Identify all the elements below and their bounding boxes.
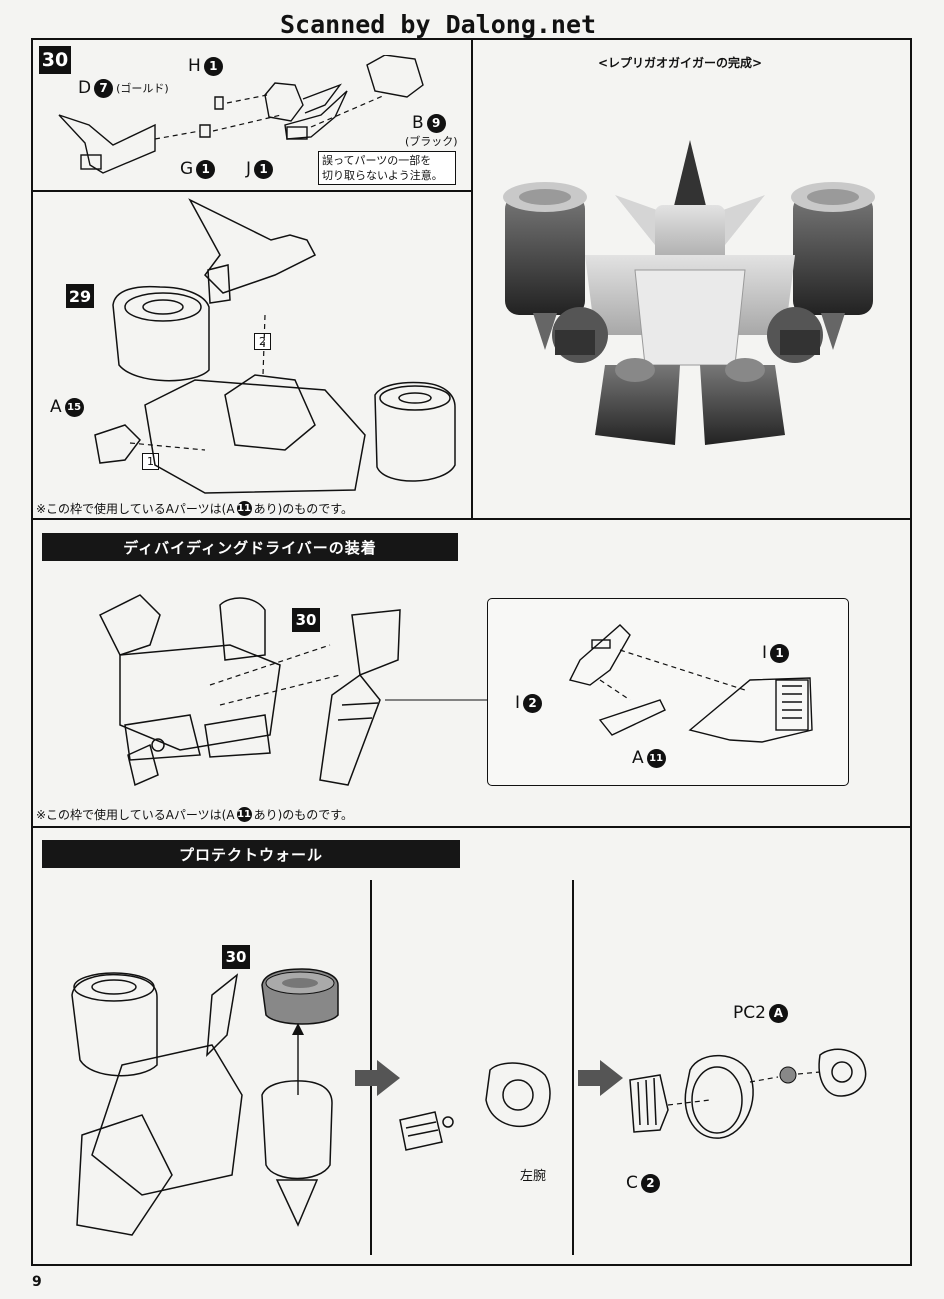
part-label-d: D 7 (ゴールド): [78, 78, 169, 98]
driver-mount-diagram: [98, 594, 488, 787]
head-parts-diagram: [58, 55, 424, 174]
page-number: 9: [32, 1274, 42, 1290]
part-letter: A: [50, 397, 62, 417]
order-mark-1: 1: [142, 453, 159, 470]
part-letter: G: [180, 159, 194, 179]
completed-robot-image: [503, 140, 875, 445]
part-letter: I: [515, 693, 521, 713]
part-label-g: G 1: [180, 159, 216, 179]
footnote-section1: ※この枠で使用しているAパーツは(A 11 あり)のものです。: [36, 500, 353, 517]
runner-number: 7: [94, 78, 114, 98]
part-letter: A: [632, 748, 644, 768]
runner-number: 11: [236, 501, 252, 516]
driver-detail-box: [487, 598, 849, 786]
part-label-i2: I 2: [515, 693, 543, 713]
part-letter: I: [762, 643, 768, 663]
runner-number: 11: [646, 748, 666, 768]
flow-arrow-1: [355, 1060, 400, 1096]
shield-assembly-diagram: [629, 1048, 867, 1139]
part-label-pc2: PC2 A: [733, 1003, 788, 1023]
step-number-30: 30: [39, 46, 71, 74]
vertical-divider: [471, 38, 473, 518]
protect-wall-robot-diagram: [71, 968, 339, 1236]
runner-number: A: [768, 1003, 788, 1023]
part-label-a15: A 15: [50, 397, 84, 417]
part-label-a11: A 11: [632, 748, 666, 768]
footnote-text: ※この枠で使用しているAパーツは(A: [36, 808, 235, 822]
step-ref-30: 30: [222, 945, 250, 969]
driver-parts-diagram: [568, 624, 813, 743]
part-label-h: H 1: [188, 56, 223, 76]
watermark: Scanned by Dalong.net: [280, 10, 597, 39]
completion-caption: <レプリガオガイガーの完成>: [598, 56, 763, 70]
left-arm-label: 左腕: [520, 1169, 547, 1184]
flow-arrow-2: [578, 1060, 623, 1096]
step-separator-1: [370, 880, 372, 1255]
part-note-b: (ブラック): [405, 135, 458, 148]
step-number-29: 29: [66, 284, 94, 308]
footnote-section2: ※この枠で使用しているAパーツは(A 11 あり)のものです。: [36, 806, 353, 823]
part-letter: C: [626, 1173, 638, 1193]
part-label-c2: C 2: [626, 1173, 660, 1193]
part-label-j: J 1: [246, 159, 274, 179]
warning-line-2: 切り取らないよう注意。: [322, 169, 443, 182]
runner-number: 1: [203, 56, 223, 76]
robot-assembly-diagram: [94, 198, 456, 494]
step-ref-30: 30: [292, 608, 320, 632]
part-letter: J: [246, 159, 252, 179]
part-letter: PC2: [733, 1003, 766, 1023]
part-label-i1: I 1: [762, 643, 790, 663]
section-divider-1: [31, 518, 912, 520]
runner-number: 1: [770, 643, 790, 663]
runner-number: 2: [523, 693, 543, 713]
section-header-protect-wall: プロテクトウォール: [42, 840, 460, 868]
runner-number: 9: [426, 113, 446, 133]
left-arm-diagram: [399, 1062, 551, 1151]
footnote-text-end: あり)のものです。: [253, 808, 354, 822]
part-letter: H: [188, 56, 201, 76]
warning-note: 誤ってパーツの一部を 切り取らないよう注意。: [318, 151, 456, 185]
runner-number: 11: [236, 807, 252, 822]
section-header-dividing-driver: ディバイディングドライバーの装着: [42, 533, 458, 561]
runner-number: 1: [254, 159, 274, 179]
part-letter: B: [412, 113, 424, 133]
runner-number: 15: [64, 397, 84, 417]
warning-line-1: 誤ってパーツの一部を: [322, 154, 432, 167]
footnote-text-end: あり)のものです。: [253, 502, 354, 516]
runner-number: 1: [196, 159, 216, 179]
part-label-b: B 9: [412, 113, 446, 133]
substep-divider: [31, 190, 472, 192]
section-divider-2: [31, 826, 912, 828]
footnote-text: ※この枠で使用しているAパーツは(A: [36, 502, 235, 516]
part-letter: D: [78, 78, 92, 98]
runner-number: 2: [640, 1173, 660, 1193]
part-note: (ゴールド): [116, 82, 169, 95]
order-mark-2: 2: [254, 333, 271, 350]
step-separator-2: [572, 880, 574, 1255]
